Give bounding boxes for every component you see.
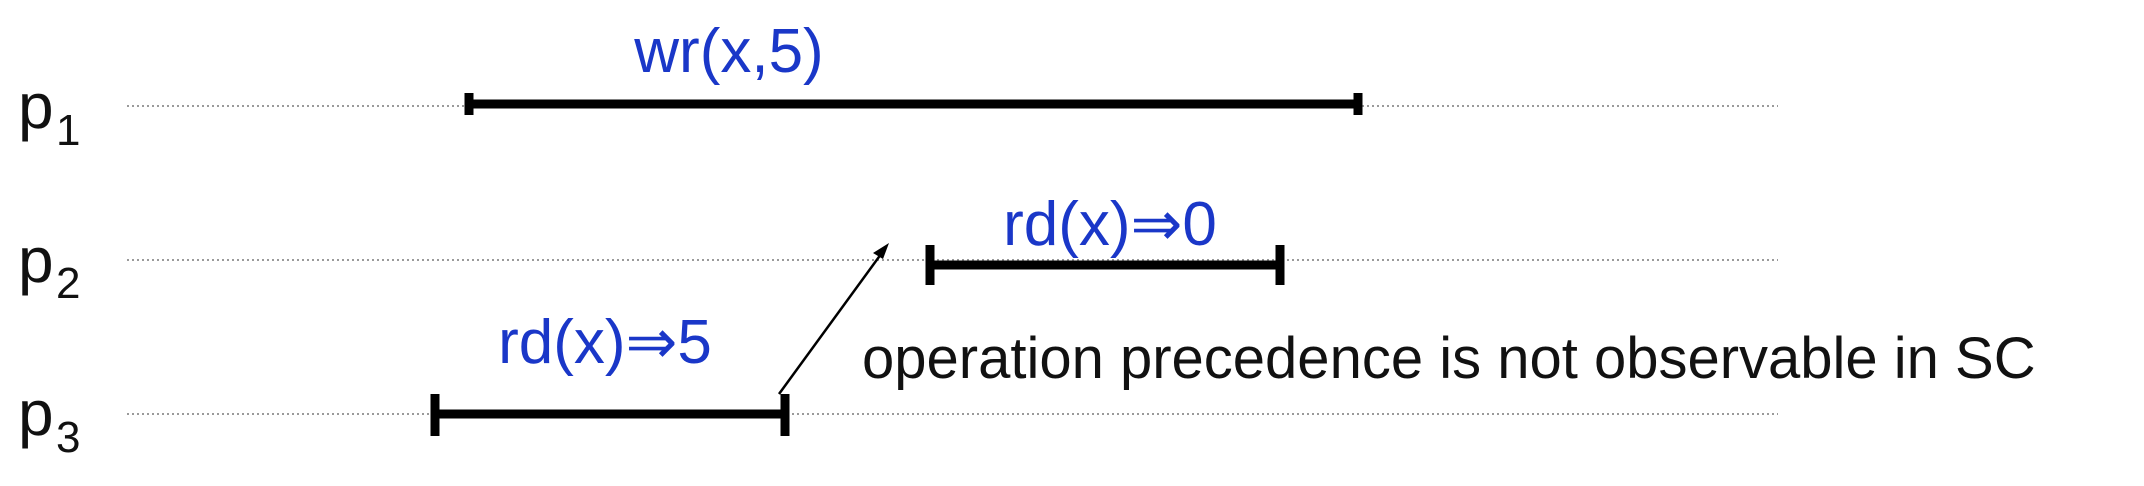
operation-rd-x-5: rd(x)⇒5 (430, 308, 790, 436)
process-label-p1-index: 1 (56, 106, 80, 155)
process-label-p3-index: 3 (56, 413, 80, 462)
process-label-p2-name: p (18, 224, 54, 296)
operation-label-rd-5: rd(x)⇒5 (498, 308, 712, 377)
operation-rd-x-0: rd(x)⇒0 (925, 190, 1285, 285)
process-label-p2: p 2 (18, 224, 80, 308)
process-label-p2-index: 2 (56, 259, 80, 308)
arrow-head-icon (873, 243, 889, 259)
precedence-arrow (777, 243, 889, 395)
precedence-arrow-line (777, 249, 886, 395)
process-label-p3-name: p (18, 377, 54, 449)
process-label-p1: p 1 (18, 70, 80, 155)
process-label-p1-name: p (18, 70, 54, 142)
operation-wr-x-5: wr(x,5) (464, 17, 1363, 115)
process-label-p3: p 3 (18, 377, 80, 462)
operation-label-rd-0: rd(x)⇒0 (1003, 190, 1217, 259)
annotation-note: operation precedence is not observable i… (862, 326, 2036, 391)
operation-label-wr: wr(x,5) (633, 17, 823, 86)
